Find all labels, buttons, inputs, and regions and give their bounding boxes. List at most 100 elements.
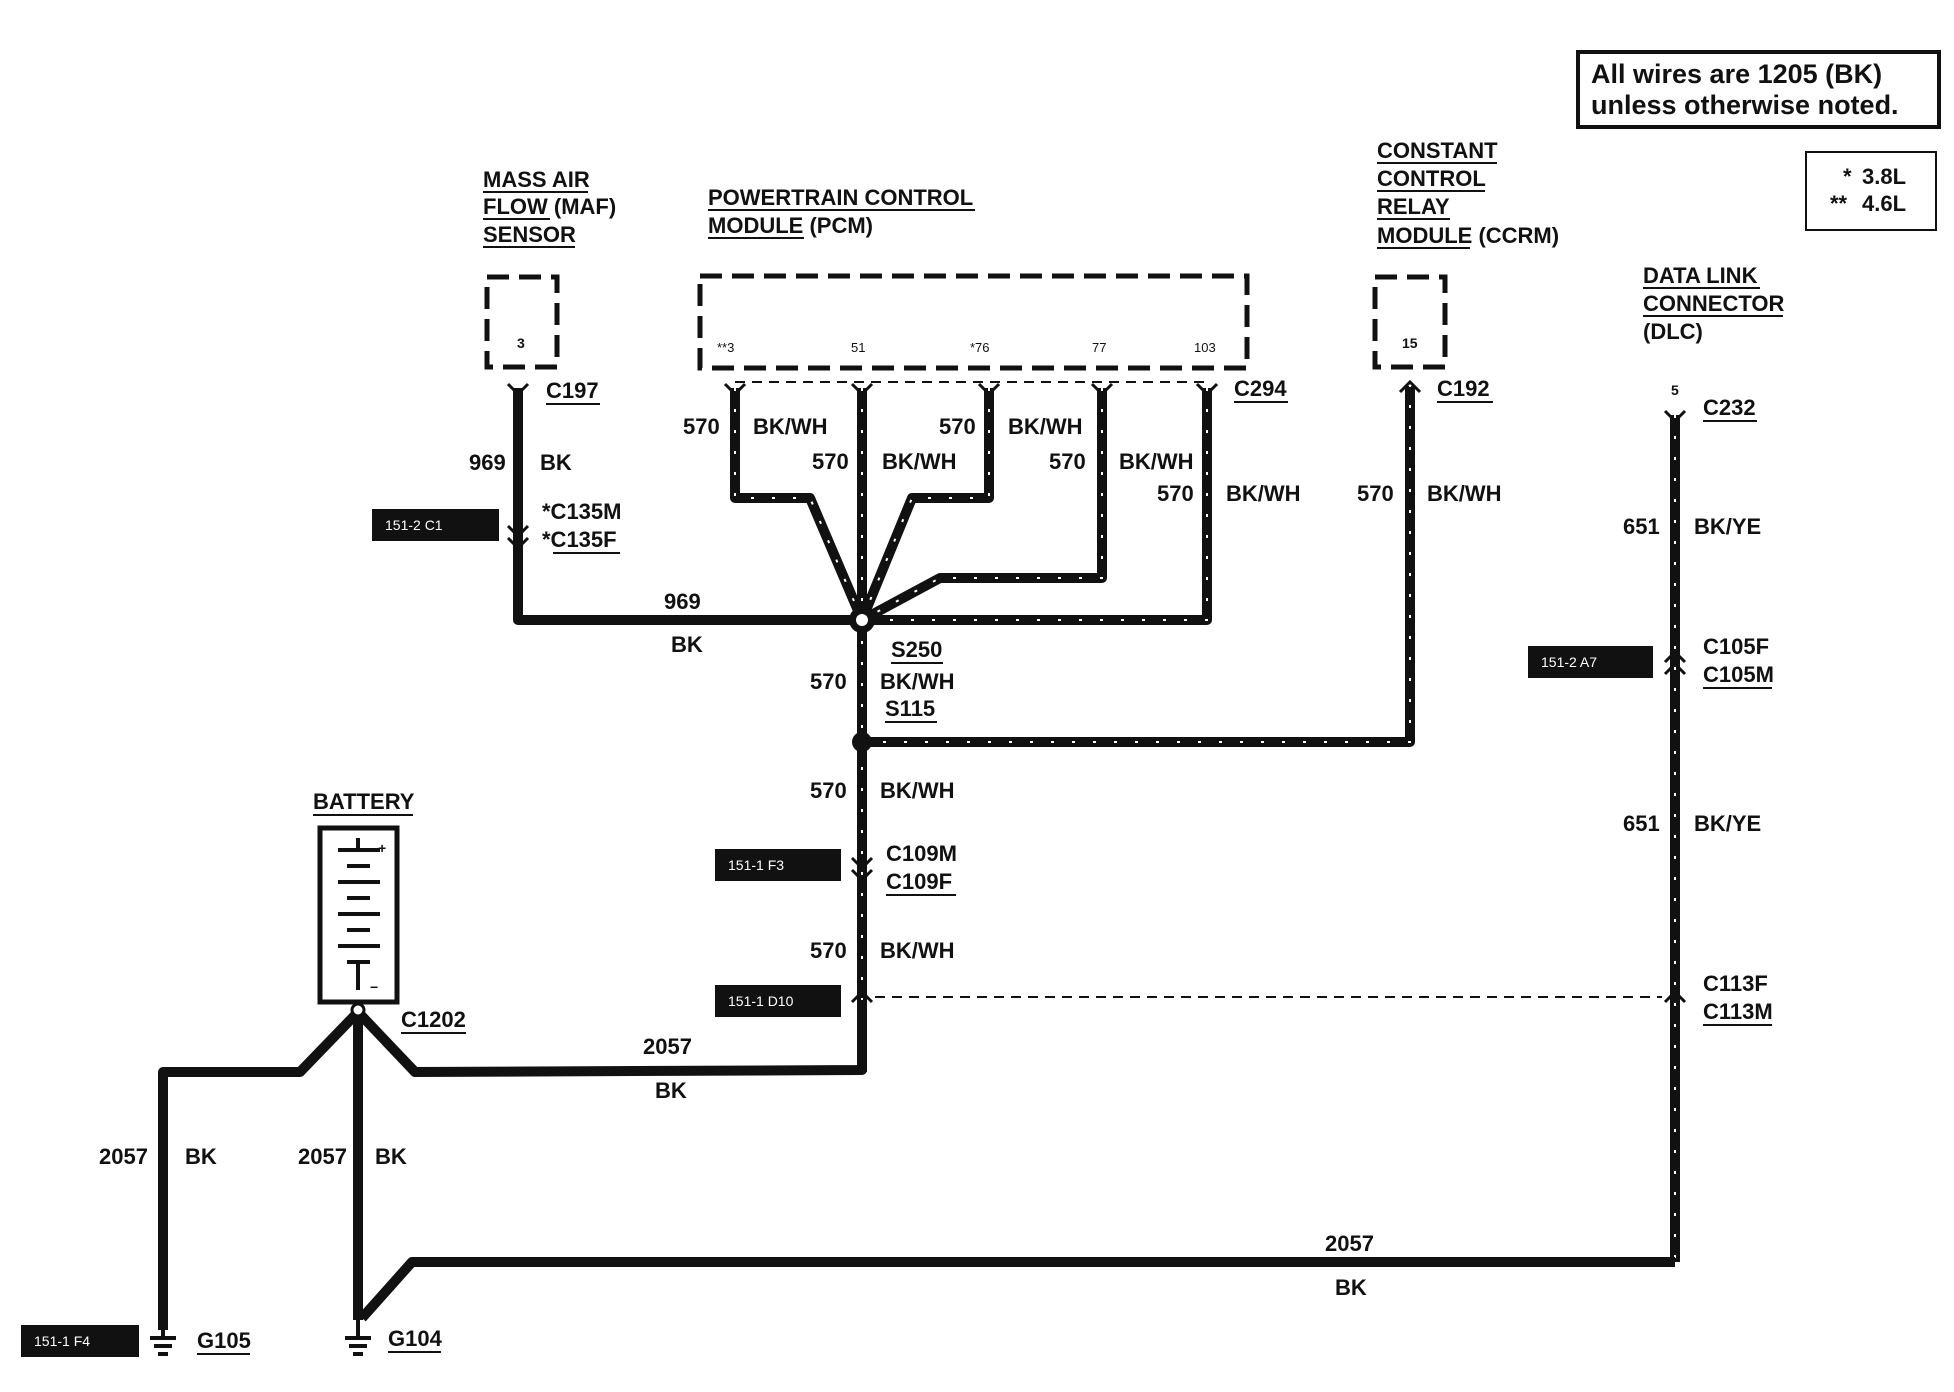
wire-pcm3-circuit: 570 <box>939 414 976 439</box>
dlc-title-3: (DLC) <box>1643 319 1703 344</box>
svg-text:151-2 C1: 151-2 C1 <box>385 517 443 533</box>
wire-ground-run-circuit: 2057 <box>1325 1231 1374 1256</box>
legend-mark-2: ** <box>1830 191 1848 216</box>
ref-tag-g105: 151-1 F4 <box>21 1325 139 1357</box>
maf-sensor: MASS AIR FLOW (MAF) SENSOR 3 C197 <box>483 167 616 405</box>
wire-ccrm-color: BK/WH <box>1427 481 1502 506</box>
wire-pcm2-circuit: 570 <box>812 449 849 474</box>
svg-text:151-1 F3: 151-1 F3 <box>728 857 784 873</box>
connector-c1202: C1202 <box>401 1007 466 1032</box>
note-line-2: unless otherwise noted. <box>1591 90 1899 120</box>
pcm-pin-3: *76 <box>970 340 990 355</box>
wire-dlc-upper-color: BK/YE <box>1694 514 1761 539</box>
battery-cells <box>338 838 380 990</box>
connector-c113m: C113M <box>1703 999 1773 1024</box>
svg-text:151-1 D10: 151-1 D10 <box>728 993 794 1009</box>
connector-c294: C294 <box>1234 376 1287 401</box>
splice-s250-label: S250 <box>891 637 942 662</box>
wire-ccrm-circuit: 570 <box>1357 481 1394 506</box>
wires-570-pcm <box>730 388 1212 625</box>
wire-dlc-lower-circuit: 651 <box>1623 811 1660 836</box>
pcm-pin-1: **3 <box>717 340 734 355</box>
dlc-title-1: DATA LINK <box>1643 263 1758 288</box>
wire-pcm1-circuit: 570 <box>683 414 720 439</box>
ccrm-pin: 15 <box>1402 335 1418 351</box>
battery-title: BATTERY <box>313 789 415 814</box>
splice-s115-dot <box>852 732 872 752</box>
wire-g105-circuit: 2057 <box>99 1144 148 1169</box>
wire-969-color: BK <box>540 450 572 475</box>
pcm-title-1: POWERTRAIN CONTROL <box>708 185 973 210</box>
note-line-1: All wires are 1205 (BK) <box>1591 59 1882 89</box>
connector-c109m: C109M <box>886 841 957 866</box>
ref-tag-maf: 151-2 C1 <box>372 509 499 541</box>
wire-bottom-circuit: 570 <box>810 938 847 963</box>
ccrm-module: CONSTANT CONTROL RELAY MODULE (CCRM) 15 … <box>1372 138 1559 403</box>
wire-dlc-lower-color: BK/YE <box>1694 811 1761 836</box>
wire-pcm1-color: BK/WH <box>753 414 828 439</box>
maf-title-3: SENSOR <box>483 222 576 247</box>
legend-text-1: 3.8L <box>1862 164 1906 189</box>
dlc-connector: DATA LINK CONNECTOR (DLC) 5 C232 <box>1643 263 1784 422</box>
splices <box>849 607 875 752</box>
maf-sensor-box <box>484 274 560 370</box>
wire-bottom-color: BK/WH <box>880 938 955 963</box>
connector-c192: C192 <box>1437 376 1490 401</box>
wire-ground-run-color: BK <box>1335 1275 1367 1300</box>
ground-g105 <box>150 1330 176 1356</box>
ground-g104-label: G104 <box>388 1326 443 1351</box>
wire-dlc-upper-circuit: 651 <box>1623 514 1660 539</box>
wire-low-color: BK/WH <box>880 778 955 803</box>
wire-pcm4-circuit: 570 <box>1049 449 1086 474</box>
ground-g105-label: G105 <box>197 1328 251 1353</box>
svg-text:151-2 A7: 151-2 A7 <box>1541 654 1597 670</box>
pcm-title-2: MODULE (PCM) <box>708 213 873 238</box>
pcm-pin-5: 103 <box>1194 340 1216 355</box>
pcm-module: POWERTRAIN CONTROL MODULE (PCM) **3 51 *… <box>697 185 1288 403</box>
splice-s115-label: S115 <box>885 696 935 721</box>
engine-legend: * 3.8L ** 4.6L <box>1805 151 1937 231</box>
maf-title-1: MASS AIR <box>483 167 590 192</box>
wire-pcm3-color: BK/WH <box>1008 414 1083 439</box>
ref-tag-c113: 151-1 D10 <box>715 985 841 1017</box>
wire-batt-center-circuit: 2057 <box>643 1034 692 1059</box>
connector-c135f: *C135F <box>542 527 617 552</box>
pcm-box <box>697 273 1250 371</box>
connector-c197: C197 <box>546 378 599 403</box>
dlc-pin: 5 <box>1671 382 1679 398</box>
ccrm-title-2: CONTROL <box>1377 166 1486 191</box>
battery: BATTERY + − C1202 <box>313 789 466 1034</box>
wire-low-circuit: 570 <box>810 778 847 803</box>
connector-c105f: C105F <box>1703 634 1769 659</box>
battery-plus: + <box>378 840 386 856</box>
wire-pcm5-color: BK/WH <box>1226 481 1301 506</box>
dlc-title-2: CONNECTOR <box>1643 291 1784 316</box>
connector-c232: C232 <box>1703 395 1756 420</box>
connector-c109f: C109F <box>886 869 952 894</box>
ccrm-title-1: CONSTANT <box>1377 138 1498 163</box>
pcm-pin-2: 51 <box>851 340 865 355</box>
wire-570-ccrm <box>862 386 1415 747</box>
connector-c113f: C113F <box>1703 971 1768 996</box>
ground-g104 <box>345 1320 371 1356</box>
wire-g104-circuit: 2057 <box>298 1144 347 1169</box>
legend-mark-1: * <box>1843 164 1852 189</box>
pcm-pin-4: 77 <box>1092 340 1106 355</box>
wire-batt-center-color: BK <box>655 1078 687 1103</box>
ref-tag-c109: 151-1 F3 <box>715 849 841 881</box>
wire-969-horiz-circuit: 969 <box>664 589 701 614</box>
wire-color-note: All wires are 1205 (BK) unless otherwise… <box>1576 50 1941 129</box>
maf-title-2: FLOW (MAF) <box>483 194 616 219</box>
ccrm-title-4: MODULE (CCRM) <box>1377 223 1559 248</box>
wire-pcm4-color: BK/WH <box>1119 449 1194 474</box>
wire-969-circuit: 969 <box>469 450 506 475</box>
wire-mid-color: BK/WH <box>880 669 955 694</box>
ref-tag-dlc: 151-2 A7 <box>1528 646 1653 678</box>
wire-pcm2-color: BK/WH <box>882 449 957 474</box>
wire-pcm5-circuit: 570 <box>1157 481 1194 506</box>
svg-text:151-1 F4: 151-1 F4 <box>34 1333 90 1349</box>
connector-markers <box>506 379 1687 1004</box>
wire-mid-circuit: 570 <box>810 669 847 694</box>
ccrm-title-3: RELAY <box>1377 194 1450 219</box>
